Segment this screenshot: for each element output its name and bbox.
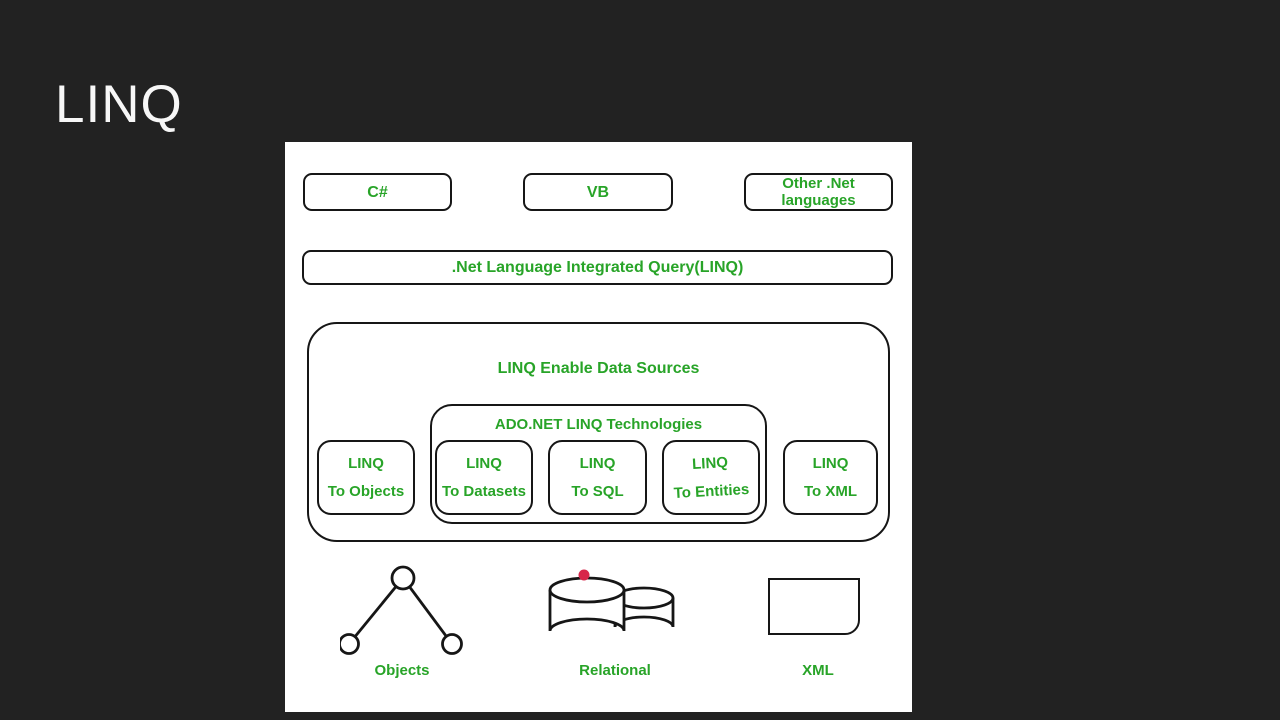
provider-line2: To SQL bbox=[571, 483, 624, 500]
red-marker-dot bbox=[578, 569, 590, 581]
source-label-objects: Objects bbox=[374, 662, 430, 679]
language-label: VB bbox=[586, 183, 610, 201]
provider-line1: LINQ bbox=[466, 455, 502, 472]
language-label: Other .Net languages bbox=[781, 175, 856, 209]
diagram-panel: C# VB Other .Net languages .Net Language… bbox=[285, 142, 912, 712]
tree-icon bbox=[340, 565, 463, 655]
provider-line1: LINQ bbox=[812, 455, 849, 472]
page-title: LINQ bbox=[55, 75, 183, 134]
provider-line2: To XML bbox=[803, 483, 858, 500]
provider-line1: LINQ bbox=[579, 455, 616, 472]
provider-line2: To Objects bbox=[327, 483, 405, 500]
provider-line2: To Datasets bbox=[442, 483, 526, 500]
provider-line1: LINQ bbox=[348, 455, 384, 472]
provider-box-linq-to-xml: LINQ To XML bbox=[783, 440, 878, 515]
data-sources-title: LINQ Enable Data Sources bbox=[497, 360, 700, 377]
provider-line1: LINQ bbox=[691, 454, 729, 473]
linq-bar-label: .Net Language Integrated Query(LINQ) bbox=[451, 258, 744, 276]
source-label-xml: XML bbox=[802, 662, 834, 679]
language-box-other-net: Other .Net languages bbox=[744, 173, 893, 211]
provider-box-linq-to-datasets: LINQ To Datasets bbox=[435, 440, 533, 515]
provider-box-linq-to-entities: LINQ To Entities bbox=[662, 440, 760, 515]
source-label-relational: Relational bbox=[579, 662, 651, 679]
adonet-container bbox=[430, 404, 767, 524]
linq-query-bar: .Net Language Integrated Query(LINQ) bbox=[302, 250, 893, 285]
provider-tilted-text: LINQ To Entities bbox=[672, 454, 750, 502]
document-icon bbox=[768, 578, 860, 635]
language-box-vb: VB bbox=[523, 173, 673, 211]
language-box-csharp: C# bbox=[303, 173, 452, 211]
provider-line2: To Entities bbox=[673, 481, 750, 502]
database-icon bbox=[548, 569, 675, 632]
data-sources-container bbox=[307, 322, 890, 542]
provider-box-linq-to-sql: LINQ To SQL bbox=[548, 440, 647, 515]
provider-box-linq-to-objects: LINQ To Objects bbox=[317, 440, 415, 515]
language-label: C# bbox=[367, 183, 388, 201]
adonet-title: ADO.NET LINQ Technologies bbox=[494, 416, 703, 433]
